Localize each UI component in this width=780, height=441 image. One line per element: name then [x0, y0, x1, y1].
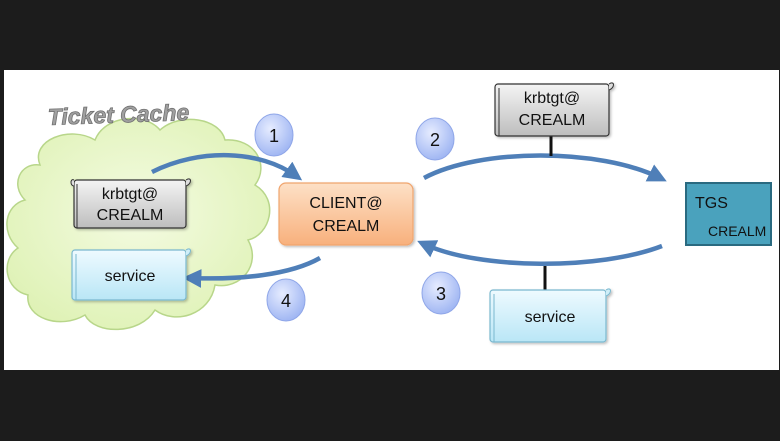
step-3-label: 3 [436, 284, 446, 304]
cache-tgt-line2: CREALM [97, 207, 164, 224]
reply-service-label: service [525, 309, 576, 326]
cache-tgt-line1: krbtgt@ [102, 186, 158, 203]
arrow-step-3 [417, 240, 663, 266]
cache-service-label: service [105, 268, 156, 285]
step-3-badge: 3 [421, 271, 461, 315]
client-box [278, 182, 414, 246]
step-4-label: 4 [281, 291, 291, 311]
request-tgt-ticket [494, 82, 614, 137]
client-line1: CLIENT@ [309, 195, 382, 212]
tgs-realm: CREALM [708, 223, 766, 239]
step-4-badge: 4 [266, 278, 306, 322]
reply-service-ticket [489, 288, 611, 343]
step-1-badge: 1 [254, 113, 294, 157]
arrow-step-4 [182, 256, 322, 288]
step-1-label: 1 [269, 126, 279, 146]
ticket-cache-label: Ticket Cache [47, 99, 190, 130]
request-tgt-line2: CREALM [519, 112, 586, 129]
step-2-badge: 2 [415, 117, 455, 161]
step-2-label: 2 [430, 130, 440, 150]
arrow-step-2 [422, 153, 667, 182]
tgs-title: TGS [695, 195, 728, 212]
cache-service-ticket [71, 248, 191, 301]
tgs-box [685, 182, 772, 246]
cache-tgt-ticket [70, 178, 191, 229]
client-line2: CREALM [313, 218, 380, 235]
arrow-step-1 [150, 152, 303, 181]
request-tgt-line1: krbtgt@ [524, 90, 580, 107]
